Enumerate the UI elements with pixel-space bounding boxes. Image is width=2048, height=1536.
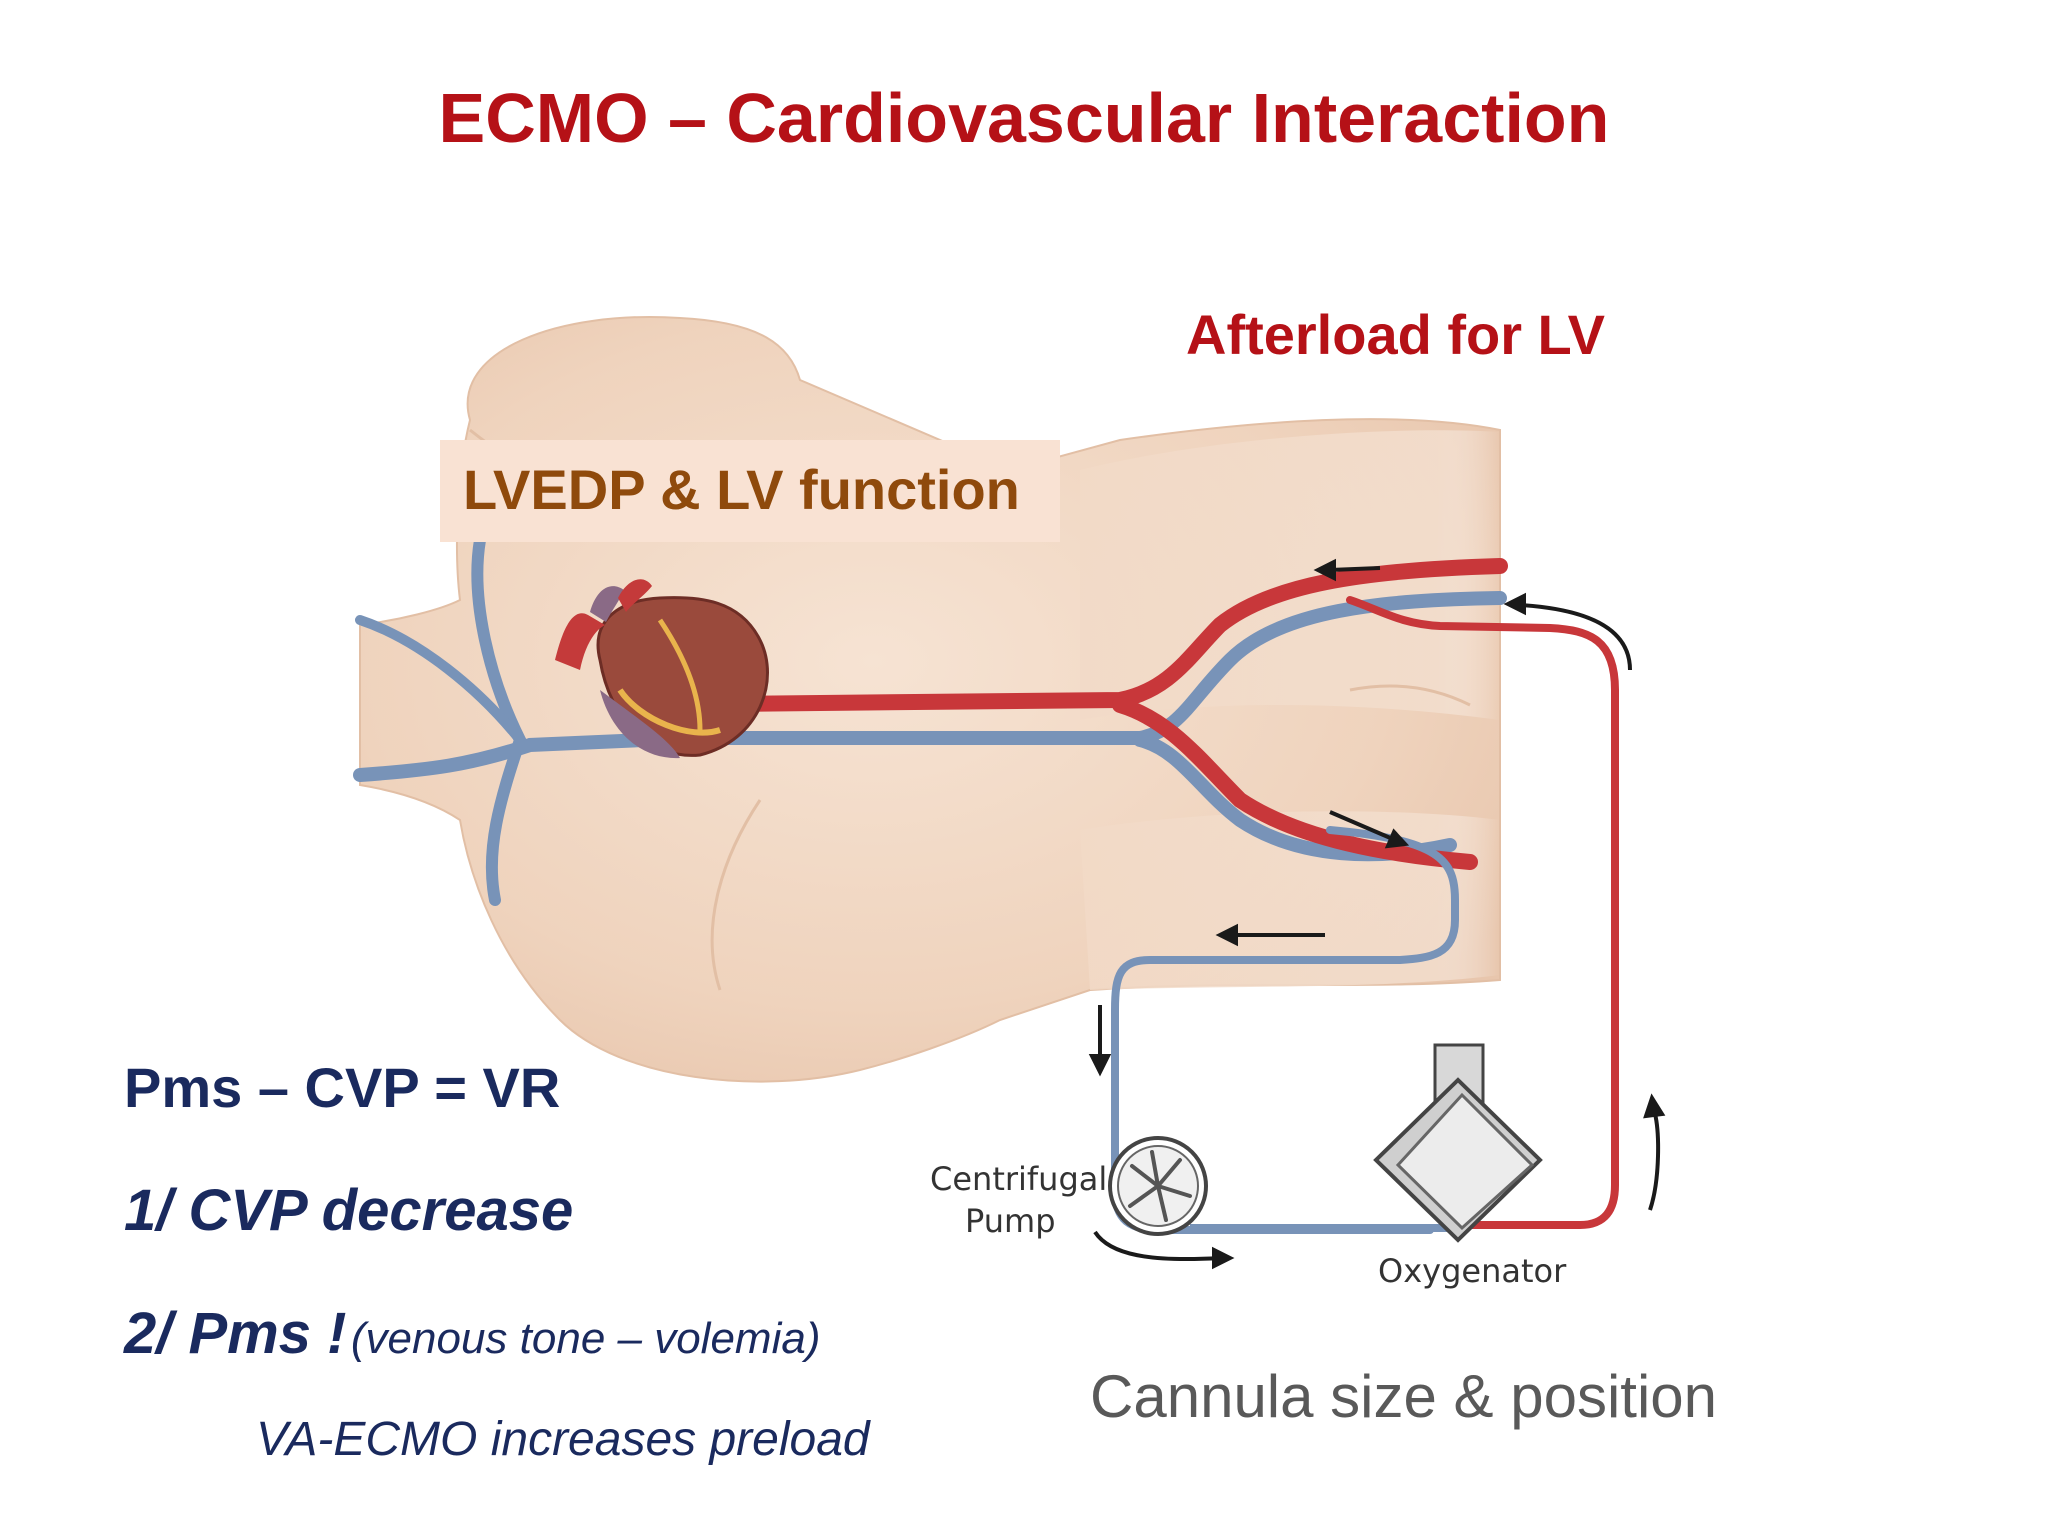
lvedp-highlight-box [440, 440, 1060, 542]
point-pms-note: (venous tone – volemia) [350, 1314, 821, 1363]
pump-label-line1: Centrifugal [930, 1160, 1107, 1198]
flow-arrows [1088, 558, 1666, 1270]
oxygenator-label: Oxygenator [1378, 1252, 1567, 1290]
afterload-label: Afterload for LV [1186, 303, 1605, 366]
slide-title: ECMO – Cardiovascular Interaction [438, 79, 1610, 157]
arterial-system [612, 558, 1508, 870]
pump-label-line2: Pump [965, 1202, 1056, 1240]
point-pms-heading: 2/ Pms ! [124, 1301, 347, 1366]
arterial-return-line [1346, 596, 1619, 1229]
lvedp-label: LVEDP & LV function [463, 458, 1020, 521]
point-cvp-decrease: 1/ CVP decrease [124, 1178, 574, 1243]
point-pms: 2/ Pms ! (venous tone – volemia) [124, 1300, 820, 1367]
heart-icon [555, 579, 769, 759]
cannula-label: Cannula size & position [1090, 1363, 1718, 1430]
oxygenator-icon [1373, 1043, 1543, 1243]
venous-return-equation: Pms – CVP = VR [124, 1056, 561, 1119]
preload-conclusion: VA-ECMO increases preload [256, 1413, 870, 1466]
centrifugal-pump-icon [1108, 1136, 1208, 1236]
